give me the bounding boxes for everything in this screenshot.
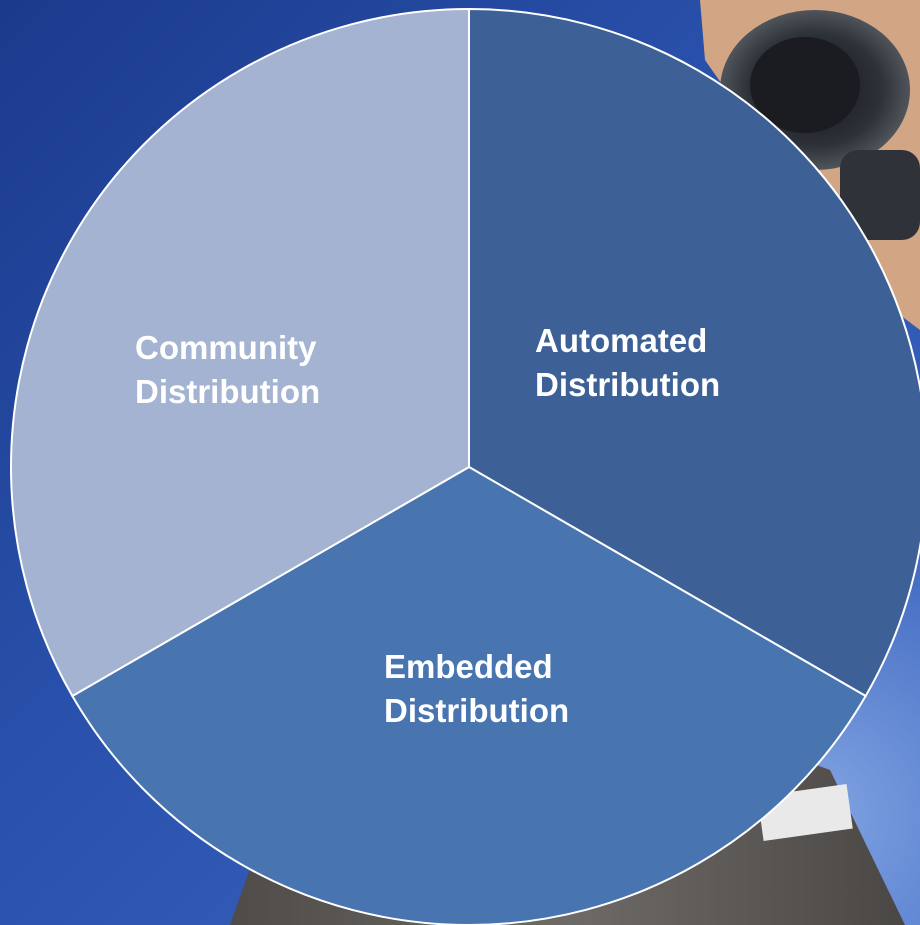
slice-embedded-distribution [70,465,868,925]
slice-community-distribution [10,7,470,698]
slice-label-line: Distribution [384,692,569,729]
slice-label-line: Community [135,329,317,366]
slice-label-line: Embedded [384,648,553,685]
slice-label-line: Distribution [535,366,720,403]
slice-label-line: Automated [535,322,707,359]
slice-automated-distribution [468,7,920,698]
slice-label-line: Distribution [135,373,320,410]
pie-slices [10,7,920,925]
